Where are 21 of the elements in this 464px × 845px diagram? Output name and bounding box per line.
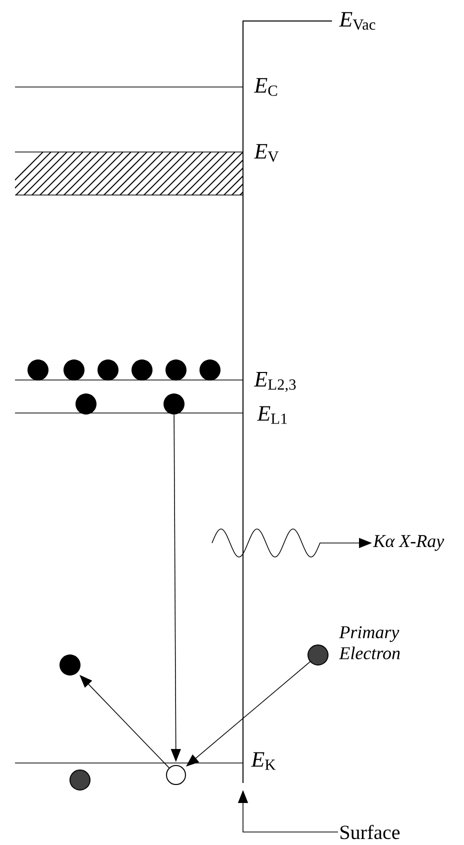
electron-label: Primary Electron xyxy=(339,626,400,660)
text-label: Surface xyxy=(340,824,400,840)
energy-label: E$_{C}$ xyxy=(254,78,278,96)
electron xyxy=(60,654,80,676)
energy-label: E$_{L1}$ xyxy=(256,406,287,424)
electron xyxy=(200,360,220,380)
electron xyxy=(166,360,186,380)
hole xyxy=(166,765,186,785)
energy-label: E$_{L2,3}$ xyxy=(254,372,296,392)
electron xyxy=(132,360,152,380)
electron xyxy=(76,394,96,414)
text-label: Kα X-Ray xyxy=(373,535,444,551)
energy-label: E$_{Vac}$ xyxy=(338,12,376,30)
electron xyxy=(70,770,90,790)
electron xyxy=(308,644,328,666)
energy-label: E$_{K}$ xyxy=(250,752,276,770)
electron xyxy=(64,360,84,380)
electron xyxy=(164,394,184,414)
electron xyxy=(28,360,48,380)
energy-label: E$_{V}$ xyxy=(254,144,279,162)
electron xyxy=(98,360,118,380)
